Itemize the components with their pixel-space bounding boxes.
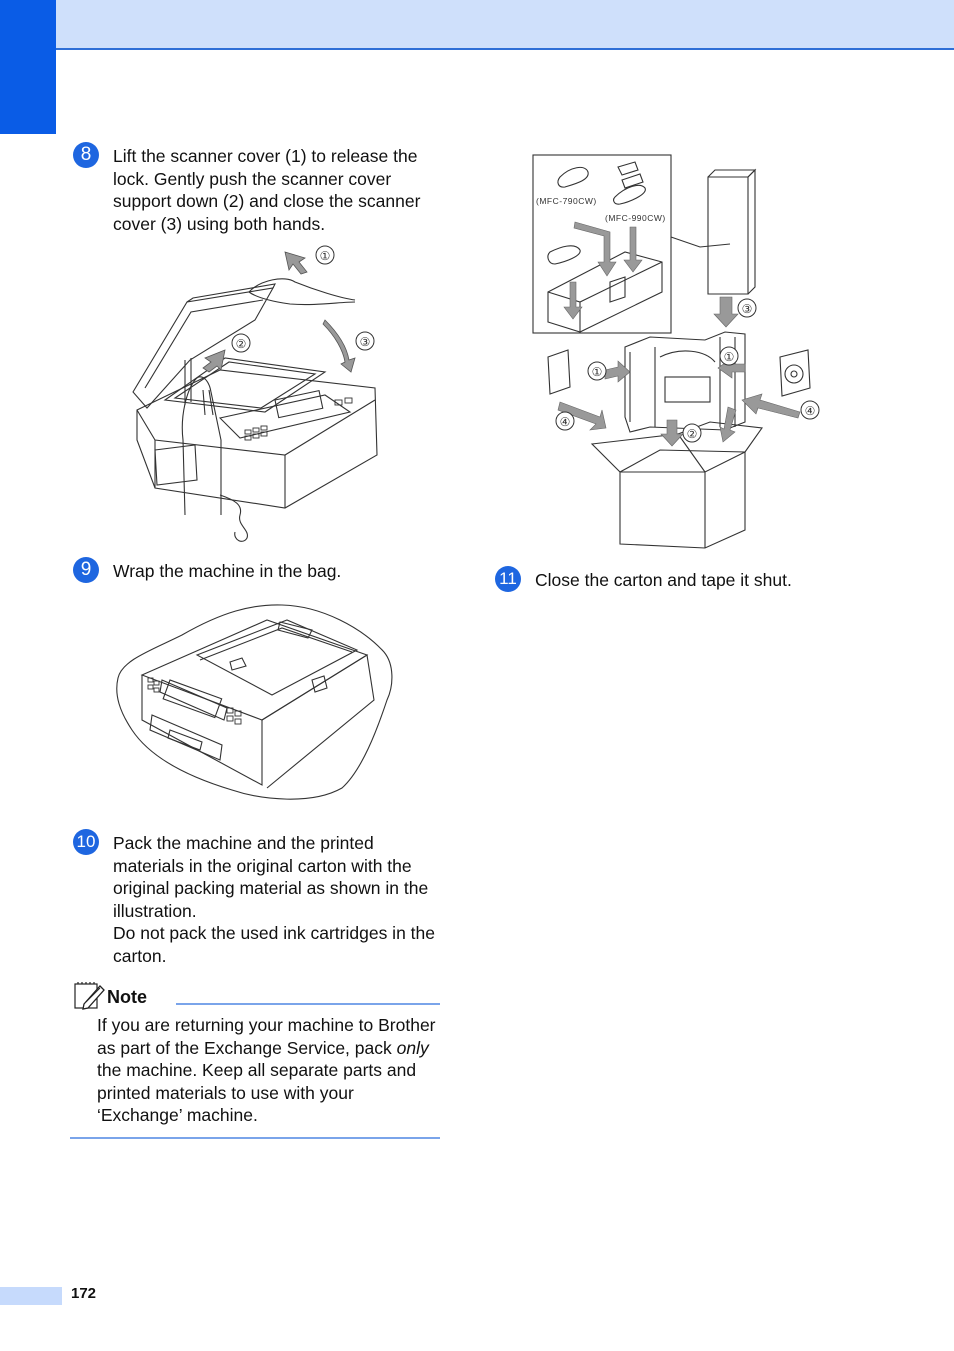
packing-callout-2: ② <box>687 427 698 441</box>
step-10-badge: 10 <box>73 829 99 855</box>
scanner-callout-1: ① <box>320 249 331 263</box>
note-bottom-rule <box>70 1137 440 1139</box>
packing-callout-4-right: ④ <box>805 404 816 418</box>
step-8-text: Lift the scanner cover (1) to release th… <box>113 146 421 234</box>
packing-illustration: (MFC-790CW) (MFC-990CW) ③ ① ① ② ④ ④ <box>530 152 830 552</box>
step-9-text: Wrap the machine in the bag. <box>113 561 342 581</box>
scanner-cover-illustration: ① ③ ② <box>125 240 385 545</box>
note-top-rule <box>176 1003 440 1005</box>
scanner-callout-3: ③ <box>360 335 371 349</box>
step-10-line-2: Do not pack the used ink cartridges in t… <box>113 923 435 966</box>
note-text: If you are returning your machine to Bro… <box>97 1014 442 1127</box>
page-number: 172 <box>71 1285 97 1302</box>
note-title: Note <box>107 987 147 1007</box>
packing-callout-1-right: ① <box>724 350 735 364</box>
note-pencil-icon <box>74 982 106 1010</box>
step-10-text: Pack the machine and the printed materia… <box>113 832 445 967</box>
packing-callout-1-left: ① <box>592 365 603 379</box>
step-9-badge: 9 <box>73 557 99 583</box>
model-label-a: (MFC-790CW) <box>536 196 597 206</box>
header-band <box>0 0 954 49</box>
packing-callout-3: ③ <box>742 302 753 316</box>
step-8-badge: 8 <box>73 142 99 168</box>
note-text-emphasis: only <box>396 1037 429 1058</box>
step-11-badge: 11 <box>495 566 521 592</box>
note-text-before: If you are returning your machine to Bro… <box>97 1015 436 1058</box>
step-11-text: Close the carton and tape it shut. <box>535 570 792 590</box>
chapter-tab <box>0 0 56 134</box>
model-label-b: (MFC-990CW) <box>605 213 666 223</box>
header-rule <box>56 48 954 50</box>
step-10-line-1: Pack the machine and the printed materia… <box>113 833 429 921</box>
scanner-callout-2: ② <box>236 337 247 351</box>
note-text-after: the machine. Keep all separate parts and… <box>97 1060 417 1125</box>
footer-band <box>0 1287 62 1305</box>
machine-in-bag-illustration <box>112 600 397 805</box>
packing-callout-4-left: ④ <box>560 415 571 429</box>
